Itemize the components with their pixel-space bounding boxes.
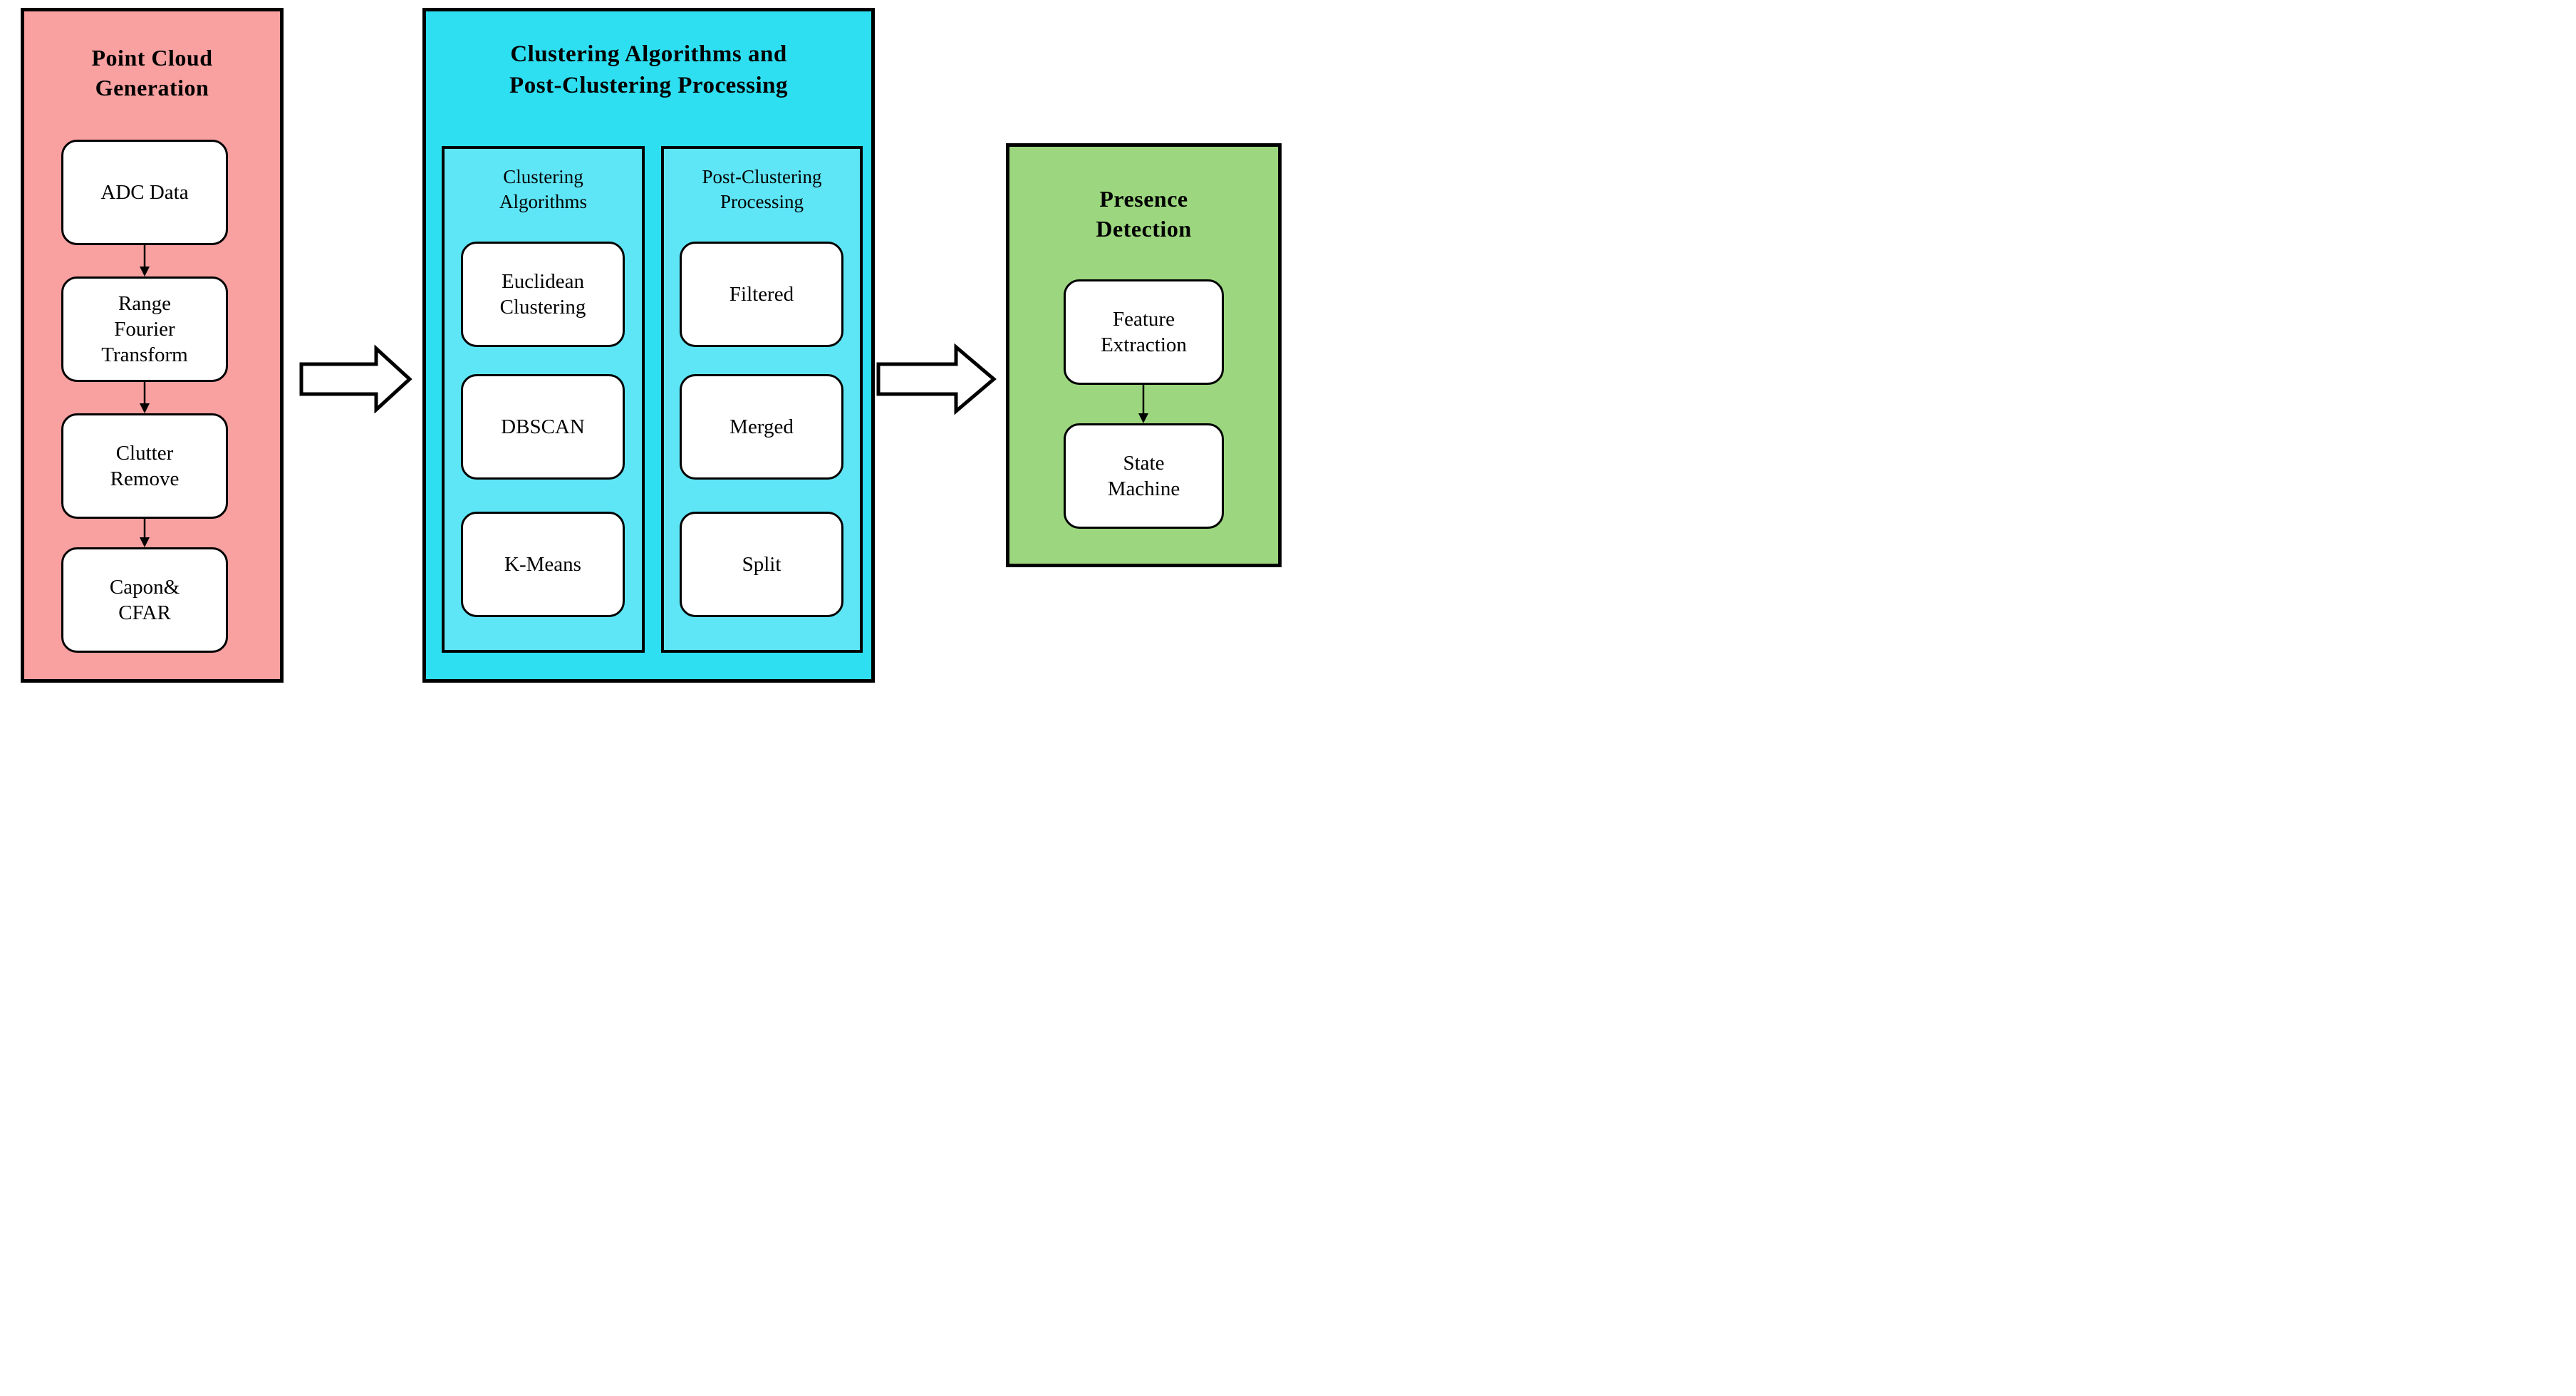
- box-merged: Merged: [680, 374, 843, 480]
- box-label: Clutter Remove: [110, 442, 180, 490]
- box-adc-data: ADC Data: [61, 140, 228, 245]
- panel-presence-detection: Presence Detection Feature Extraction St…: [1006, 143, 1282, 567]
- box-dbscan: DBSCAN: [461, 374, 625, 480]
- box-label: State Machine: [1107, 452, 1180, 500]
- box-feature-extraction: Feature Extraction: [1064, 279, 1224, 385]
- box-capon-cfar: Capon& CFAR: [61, 547, 228, 653]
- box-label: Filtered: [729, 283, 794, 306]
- panel-point-cloud-generation: Point Cloud Generation ADC Data Range Fo…: [21, 8, 284, 683]
- panel-title-point-cloud-generation: Point Cloud Generation: [91, 45, 213, 100]
- flow-diagram: Point Cloud Generation ADC Data Range Fo…: [0, 0, 1288, 698]
- subpanel-post-clustering-processing: Post-Clustering Processing Filtered Merg…: [661, 146, 863, 653]
- subpanel-title-post-clustering-processing: Post-Clustering Processing: [702, 166, 822, 212]
- box-clutter-remove: Clutter Remove: [61, 413, 228, 519]
- panel-title-presence-detection: Presence Detection: [1096, 186, 1192, 242]
- box-label: ADC Data: [100, 181, 189, 204]
- box-label: Euclidean Clustering: [499, 270, 586, 319]
- box-label: Range Fourier Transform: [101, 292, 188, 366]
- box-euclidean-clustering: Euclidean Clustering: [461, 242, 625, 347]
- panel-clustering: Clustering Algorithms and Post-Clusterin…: [422, 8, 875, 683]
- down-arrow-icon: [140, 519, 150, 547]
- down-arrow-icon: [140, 245, 150, 276]
- box-label: Split: [742, 553, 781, 576]
- down-arrow-icon: [1138, 385, 1148, 423]
- subpanel-title-clustering-algorithms: Clustering Algorithms: [499, 166, 587, 212]
- down-arrow-icon: [140, 382, 150, 413]
- arrow-point-cloud-to-clustering-icon: [299, 345, 412, 413]
- box-state-machine: State Machine: [1064, 423, 1224, 529]
- box-k-means: K-Means: [461, 512, 625, 617]
- box-label: Merged: [729, 415, 794, 438]
- box-label: Capon& CFAR: [109, 576, 180, 624]
- box-label: K-Means: [504, 553, 581, 576]
- arrow-clustering-to-presence-icon: [876, 343, 997, 415]
- box-split: Split: [680, 512, 843, 617]
- box-label: DBSCAN: [501, 415, 585, 438]
- box-label: Feature Extraction: [1101, 308, 1187, 356]
- subpanel-clustering-algorithms: Clustering Algorithms Euclidean Clusteri…: [442, 146, 645, 653]
- panel-title-clustering: Clustering Algorithms and Post-Clusterin…: [509, 41, 788, 98]
- box-filtered: Filtered: [680, 242, 843, 347]
- box-range-fourier-transform: Range Fourier Transform: [61, 276, 228, 382]
